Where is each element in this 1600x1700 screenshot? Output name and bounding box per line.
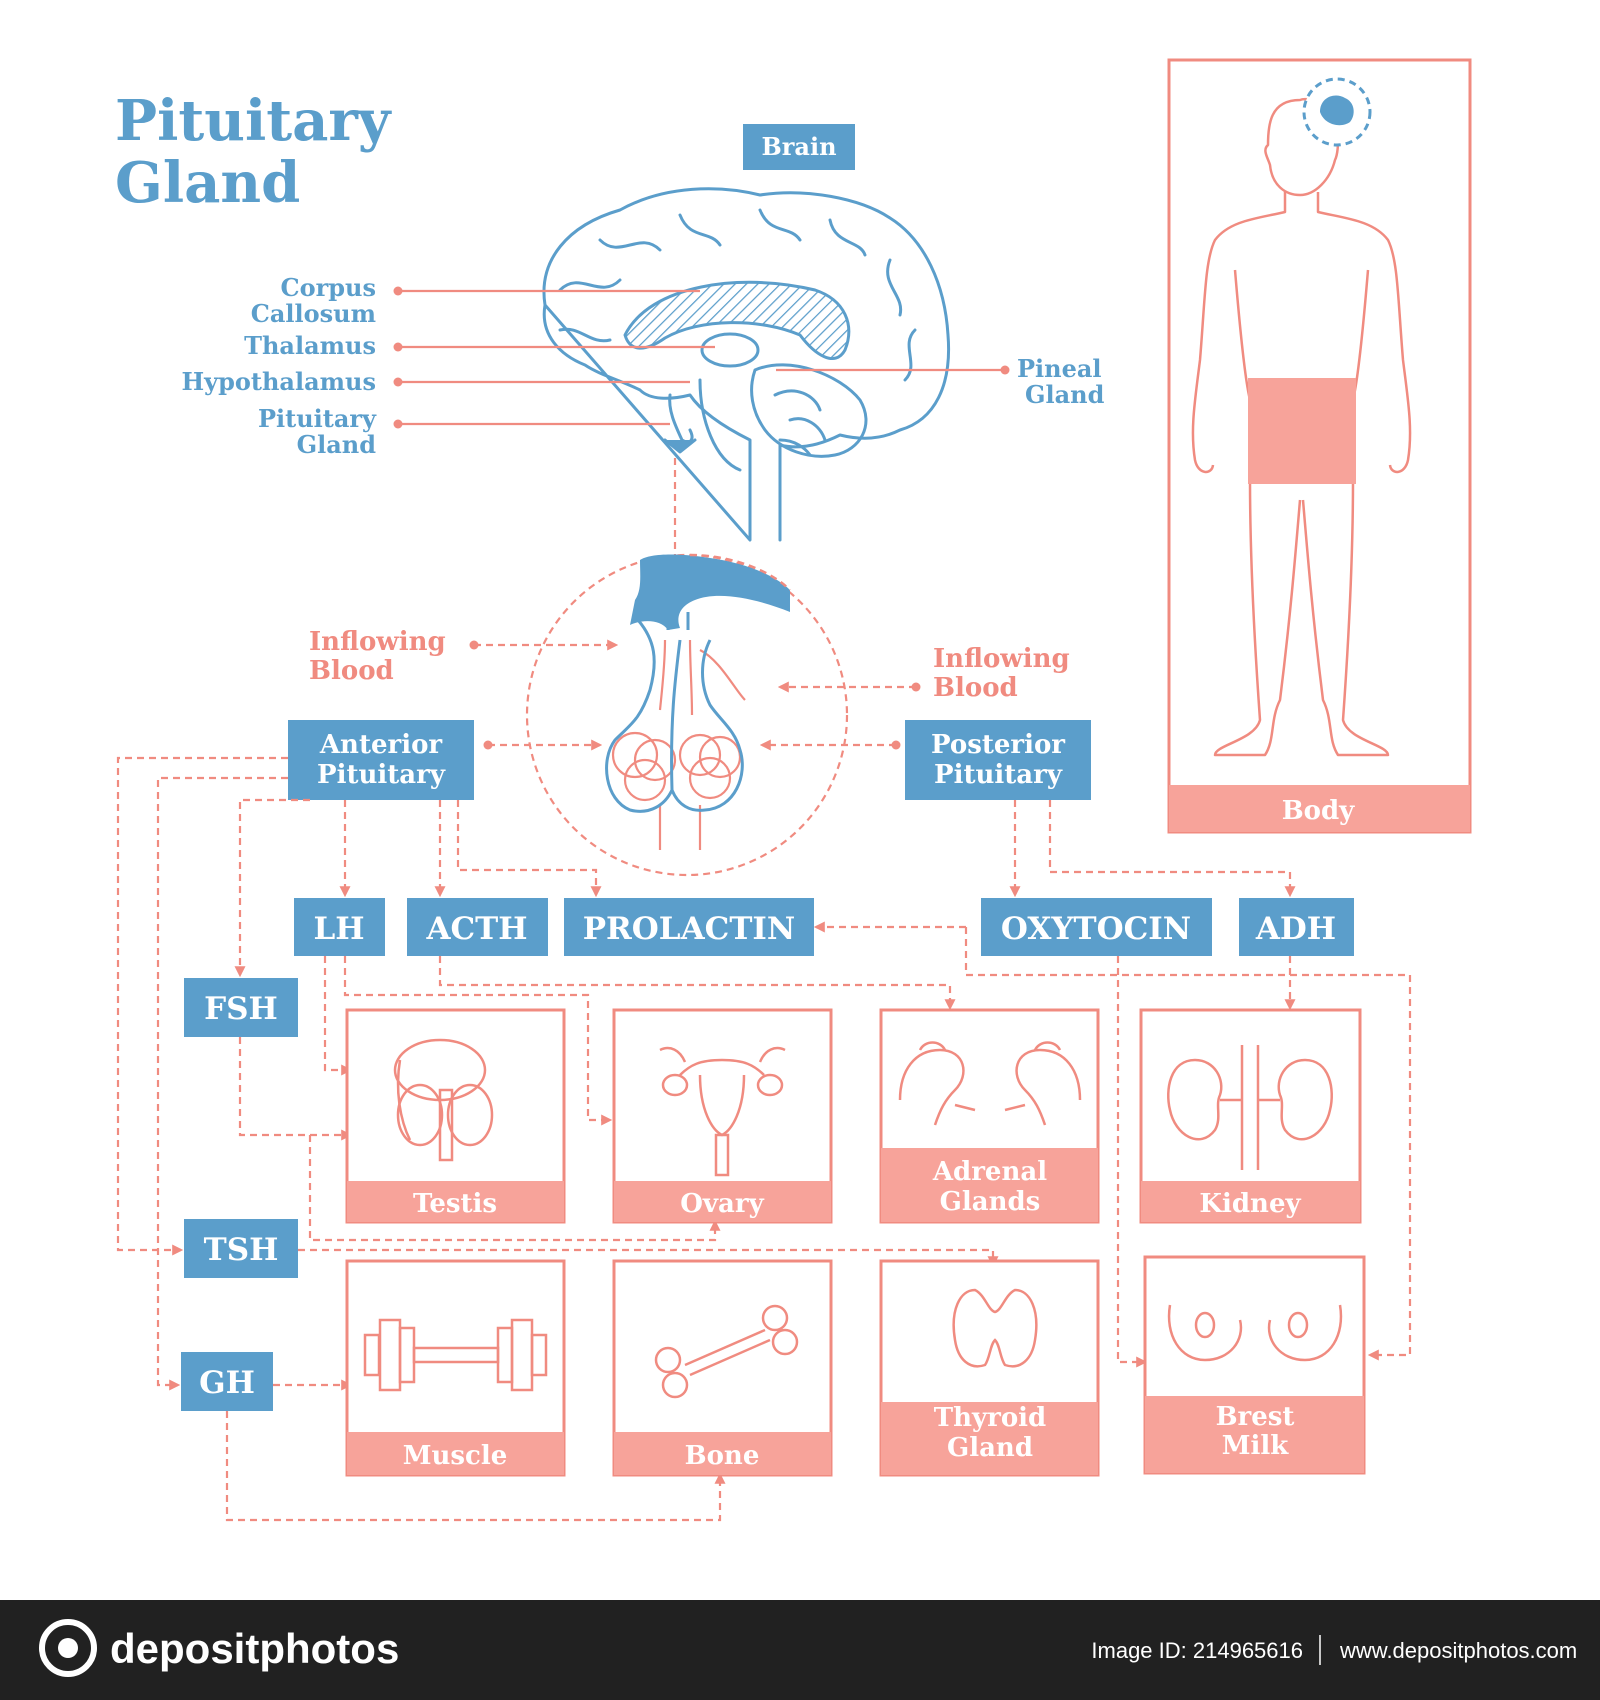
blood-left-line2: Blood <box>309 656 394 686</box>
card-breast-milk: Brest Milk <box>1143 1255 1366 1475</box>
hormone-oxytocin-label: OXYTOCIN <box>1001 911 1191 947</box>
anterior-line1: Anterior <box>319 730 443 760</box>
hormone-prolactin-label: PROLACTIN <box>583 911 796 947</box>
label-kidney: Kidney <box>1199 1189 1301 1219</box>
label-adrenal-line1: Adrenal <box>932 1157 1047 1187</box>
card-muscle: Muscle <box>345 1259 566 1477</box>
brain-part-labels: Corpus Callosum Thalamus Hypothalamus Pi… <box>181 273 1104 459</box>
label-thyroid-line1: Thyroid <box>934 1403 1046 1433</box>
hormone-lh: LH <box>294 898 385 956</box>
pituitary-illustration <box>605 553 791 850</box>
thalamus-shape <box>700 332 760 368</box>
pituitary-zoom-circle <box>525 553 849 877</box>
label-pituitary-line2: Gland <box>297 430 377 459</box>
card-adrenal: Adrenal Glands <box>879 1008 1100 1224</box>
hormone-tsh-label: TSH <box>204 1232 279 1268</box>
cerebellum-folds <box>773 389 827 457</box>
cerebellum-outline <box>750 363 868 458</box>
label-bone: Bone <box>685 1441 760 1471</box>
brain-label-box: Brain <box>743 124 855 170</box>
label-ovary: Ovary <box>680 1189 764 1219</box>
card-ovary: Ovary <box>612 1008 833 1224</box>
brain-gyri <box>558 208 917 382</box>
testis-icon <box>393 1038 494 1162</box>
hormone-gh: GH <box>181 1352 273 1411</box>
hormone-lh-label: LH <box>313 911 364 947</box>
page-title: Pituitary Gland <box>115 88 392 216</box>
blood-left-line1: Inflowing <box>309 627 446 657</box>
target-cards: Testis Ovary <box>345 1008 1366 1477</box>
posterior-line1: Posterior <box>931 730 1065 760</box>
brain-outline <box>542 187 951 542</box>
card-bone: Bone <box>612 1259 833 1477</box>
hormone-oxytocin: OXYTOCIN <box>981 898 1212 956</box>
anterior-line2: Pituitary <box>317 760 446 790</box>
depositphotos-logo-icon <box>39 1619 97 1677</box>
hormone-tsh: TSH <box>184 1219 298 1278</box>
hormone-adh-label: ADH <box>1255 911 1336 947</box>
brain-leader-lines <box>393 286 1010 429</box>
adrenal-icon <box>898 1041 1082 1126</box>
posterior-pituitary-box: Posterior Pituitary <box>905 720 1091 800</box>
footer-image-id: Image ID: 214965616 <box>1091 1638 1303 1663</box>
kidney-icon <box>1167 1045 1333 1170</box>
label-thalamus: Thalamus <box>244 331 376 360</box>
label-adrenal-line2: Glands <box>940 1187 1041 1217</box>
inflowing-blood-labels: Inflowing Blood Inflowing Blood <box>309 627 1070 703</box>
body-panel: Body <box>1167 58 1472 834</box>
title-line-1: Pituitary <box>115 88 392 154</box>
pituitary-tip <box>663 438 697 454</box>
ovary-icon <box>659 1046 786 1177</box>
label-pineal-line1: Pineal <box>1017 354 1102 383</box>
label-thyroid-line2: Gland <box>947 1433 1033 1463</box>
blood-arrows <box>469 639 921 751</box>
hormone-fsh: FSH <box>184 978 298 1037</box>
breast-icon <box>1167 1304 1343 1362</box>
card-thyroid: Thyroid Gland <box>879 1259 1100 1477</box>
blood-right-line2: Blood <box>933 673 1018 703</box>
posterior-line2: Pituitary <box>934 760 1063 790</box>
title-line-2: Gland <box>115 150 300 216</box>
connector-network <box>116 756 1412 1522</box>
label-corpus-line2: Callosum <box>251 299 376 328</box>
dumbbell-icon <box>363 1318 548 1392</box>
label-milk-line1: Brest <box>1216 1402 1295 1432</box>
hormone-adh: ADH <box>1239 898 1354 956</box>
anterior-pituitary-box: Anterior Pituitary <box>288 720 474 800</box>
label-hypothalamus: Hypothalamus <box>181 367 376 396</box>
hormone-acth-label: ACTH <box>425 911 527 947</box>
label-testis: Testis <box>413 1189 497 1219</box>
thyroid-icon <box>952 1288 1038 1368</box>
label-corpus-line1: Corpus <box>281 273 377 302</box>
hormone-boxes: LH ACTH PROLACTIN OXYTOCIN ADH FSH TSH G… <box>181 898 1354 1411</box>
corpus-callosum-shape <box>623 280 851 361</box>
brainstem-curve <box>698 378 742 472</box>
body-shorts <box>1248 378 1356 484</box>
label-pineal-line2: Gland <box>1025 380 1105 409</box>
body-label: Body <box>1282 796 1355 826</box>
blood-right-line1: Inflowing <box>933 644 1070 674</box>
hormone-gh-label: GH <box>199 1365 255 1401</box>
footer-brand: depositphotos <box>110 1625 399 1672</box>
brain-illustration <box>542 187 951 542</box>
hormone-fsh-label: FSH <box>204 991 278 1027</box>
label-pituitary-line1: Pituitary <box>258 404 377 433</box>
hormone-prolactin: PROLACTIN <box>564 898 814 956</box>
card-testis: Testis <box>345 1008 566 1224</box>
footer-url[interactable]: www.depositphotos.com <box>1339 1638 1577 1663</box>
label-milk-line2: Milk <box>1222 1431 1290 1461</box>
hormone-acth: ACTH <box>407 898 548 956</box>
footer-bar: depositphotos Image ID: 214965616 www.de… <box>0 1600 1600 1700</box>
mini-brain-icon <box>1320 95 1354 126</box>
label-muscle: Muscle <box>403 1441 508 1471</box>
pituitary-stalk <box>668 393 694 444</box>
card-kidney: Kidney <box>1139 1008 1362 1224</box>
brain-label: Brain <box>761 132 836 161</box>
bone-icon <box>654 1304 799 1399</box>
